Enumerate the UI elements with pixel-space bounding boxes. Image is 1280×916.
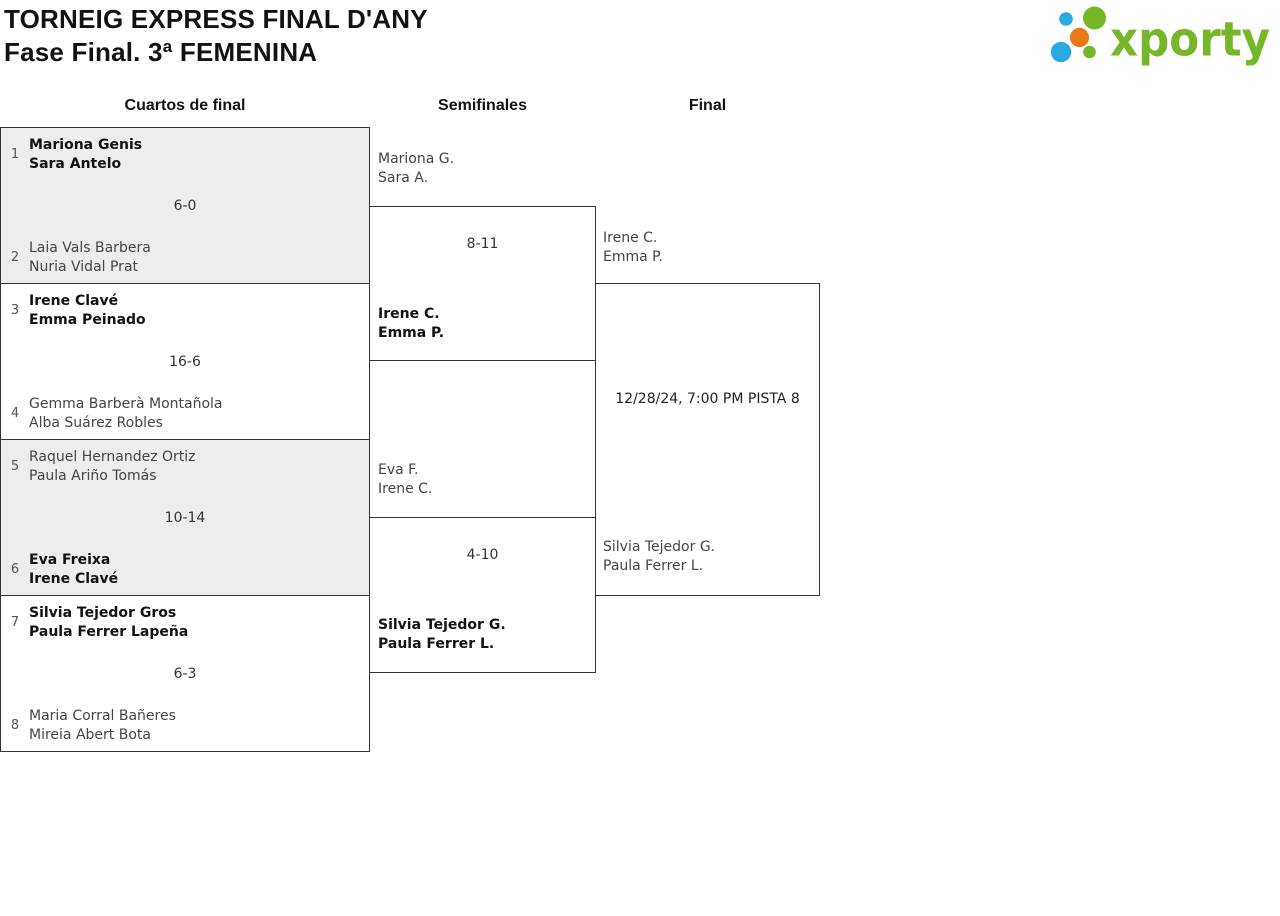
- seed-number: 5: [10, 459, 20, 474]
- page-title: TORNEIG EXPRESS FINAL D'ANY Fase Final. …: [4, 3, 428, 69]
- player-name: Mariona G.: [378, 151, 455, 167]
- match-score: 6-3: [173, 666, 197, 682]
- team-label: Irene C. Emma P.: [378, 305, 444, 343]
- xporty-logo[interactable]: xporty: [1048, 2, 1276, 70]
- player-name: Alba Suárez Robles: [29, 415, 163, 431]
- player-name: Silvia Tejedor G.: [378, 617, 506, 633]
- player-name: Gemma Barberà Montañola: [29, 396, 223, 412]
- team-label: Irene Clavé Emma Peinado: [29, 292, 146, 330]
- round-header-quarterfinals: Cuartos de final: [124, 97, 246, 114]
- player-name: Maria Corral Bañeres: [29, 708, 176, 724]
- logo-dot-blue-small: [1059, 12, 1073, 26]
- logo-dot-green-small: [1083, 45, 1096, 59]
- team-label: Eva Freixa Irene Clavé: [29, 551, 118, 589]
- player-name: Sara A.: [378, 170, 429, 186]
- player-name: Nuria Vidal Prat: [29, 259, 139, 275]
- match-score: 10-14: [164, 510, 206, 526]
- match-score: 8-11: [466, 236, 499, 252]
- player-name: Sara Antelo: [29, 156, 122, 172]
- seed-number: 4: [10, 406, 20, 421]
- team-label: Silvia Tejedor G. Paula Ferrer L.: [603, 538, 715, 576]
- player-name: Paula Ariño Tomás: [29, 468, 157, 484]
- match-semifinal-2: Eva F. Irene C. 4-10 Silvia Tejedor G. P…: [369, 462, 596, 673]
- player-name: Irene Clavé: [29, 571, 119, 587]
- player-name: Eva F.: [378, 462, 419, 478]
- seed-number: 2: [10, 250, 20, 265]
- logo-dot-blue-large: [1050, 41, 1072, 63]
- player-name: Irene Clavé: [29, 293, 119, 309]
- player-name: Mariona Genis: [29, 137, 143, 153]
- match-final: Irene C. Emma P. 12/28/24, 7:00 PM PISTA…: [595, 230, 820, 596]
- team-label: Silvia Tejedor G. Paula Ferrer L.: [378, 616, 506, 654]
- player-name: Laia Vals Barbera: [29, 240, 151, 256]
- player-name: Silvia Tejedor Gros: [29, 605, 177, 621]
- team-label: Eva F. Irene C.: [378, 461, 432, 499]
- seed-number: 1: [10, 147, 20, 162]
- final-match-schedule: 12/28/24, 7:00 PM PISTA 8: [615, 391, 800, 407]
- logo-dot-green-large: [1083, 6, 1106, 30]
- tournament-title: TORNEIG EXPRESS FINAL D'ANY: [4, 4, 428, 34]
- player-name: Mireia Abert Bota: [29, 727, 151, 743]
- seed-number: 7: [10, 615, 20, 630]
- match-score: 4-10: [466, 547, 499, 563]
- round-header-semifinals: Semifinales: [438, 97, 527, 114]
- player-name: Emma P.: [378, 325, 445, 341]
- xporty-wordmark: xporty: [1110, 13, 1270, 68]
- match-quarterfinal-2: 3 Irene Clavé Emma Peinado 16-6 4 Gemma …: [0, 283, 370, 440]
- round-header-final: Final: [688, 97, 727, 114]
- team-label: Raquel Hernandez Ortiz Paula Ariño Tomás: [29, 448, 196, 486]
- match-score: 6-0: [173, 198, 197, 214]
- player-name: Paula Ferrer L.: [378, 636, 495, 652]
- player-name: Paula Ferrer L.: [603, 558, 704, 574]
- team-label: Mariona Genis Sara Antelo: [29, 136, 142, 174]
- player-name: Silvia Tejedor G.: [603, 539, 716, 555]
- player-name: Paula Ferrer Lapeña: [29, 624, 189, 640]
- logo-dot-orange: [1069, 27, 1090, 48]
- player-name: Irene C.: [603, 230, 658, 246]
- player-name: Irene C.: [378, 481, 433, 497]
- player-name: Irene C.: [378, 306, 440, 322]
- team-label: Laia Vals Barbera Nuria Vidal Prat: [29, 239, 151, 277]
- phase-title: Fase Final. 3ª FEMENINA: [4, 37, 318, 67]
- player-name: Emma P.: [603, 249, 663, 265]
- team-label: Maria Corral Bañeres Mireia Abert Bota: [29, 707, 176, 745]
- team-label: Mariona G. Sara A.: [378, 150, 454, 188]
- match-quarterfinal-4: 7 Silvia Tejedor Gros Paula Ferrer Lapeñ…: [0, 595, 370, 752]
- player-name: Eva Freixa: [29, 552, 111, 568]
- match-quarterfinal-3: 5 Raquel Hernandez Ortiz Paula Ariño Tom…: [0, 439, 370, 596]
- seed-number: 3: [10, 303, 20, 318]
- team-label: Gemma Barberà Montañola Alba Suárez Robl…: [29, 395, 222, 433]
- match-score: 16-6: [169, 354, 201, 370]
- match-semifinal-1: Mariona G. Sara A. 8-11 Irene C. Emma P.: [369, 151, 596, 361]
- match-quarterfinal-1: 1 Mariona Genis Sara Antelo 6-0 2 Laia V…: [0, 127, 370, 284]
- seed-number: 6: [10, 562, 20, 577]
- player-name: Emma Peinado: [29, 312, 146, 328]
- seed-number: 8: [10, 718, 20, 733]
- team-label: Silvia Tejedor Gros Paula Ferrer Lapeña: [29, 604, 188, 642]
- player-name: Raquel Hernandez Ortiz: [29, 449, 196, 465]
- team-label: Irene C. Emma P.: [603, 229, 663, 267]
